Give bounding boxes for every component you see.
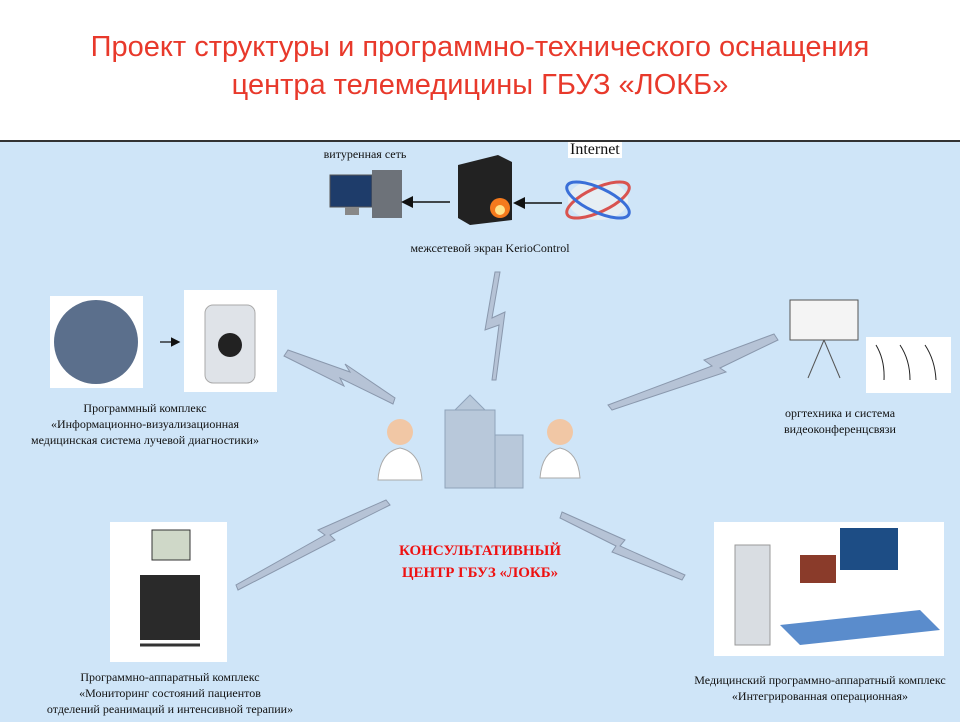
projector-screen-image xyxy=(789,299,859,379)
center-line-2: ЦЕНТР ГБУЗ «ЛОКБ» xyxy=(401,565,559,581)
consult-center-label: КОНСУЛЬТАТИВНЫЙ ЦЕНТР ГБУЗ «ЛОКБ» xyxy=(360,540,600,584)
operating-room-image xyxy=(714,522,944,656)
internet-label: Internet xyxy=(568,141,622,158)
monitoring-line-1: Программно-аппаратный комплекс xyxy=(80,670,260,684)
monitoring-label: Программно-аппаратный комплекс «Монитори… xyxy=(20,669,320,717)
video-line-1: оргтехника и система xyxy=(784,406,896,420)
operating-line-2: «Интегрированная операционная» xyxy=(731,689,909,703)
firewall-icon xyxy=(458,155,512,225)
radiology-globe-image xyxy=(50,296,143,388)
radiology-label: Программный комплекс «Информационно-визу… xyxy=(0,400,290,448)
microphones-image xyxy=(866,337,951,393)
computer-icon xyxy=(329,170,402,218)
video-label: оргтехника и система видеоконференцсвязи xyxy=(760,405,920,437)
monitoring-line-2: «Мониторинг состояний пациентов xyxy=(79,686,261,700)
internal-network-label: витуренная сеть xyxy=(323,147,407,161)
radiology-line-2: «Информационно-визуализационная xyxy=(50,417,240,431)
radiology-line-3: медицинская система лучевой диагностики» xyxy=(31,433,259,447)
buildings-icon xyxy=(444,394,524,489)
bolt-top xyxy=(484,271,506,381)
internet-globe-icon xyxy=(565,180,631,220)
video-line-2: видеоконференцсвязи xyxy=(784,422,896,436)
operating-line-1: Медицинский программно-аппаратный компле… xyxy=(694,673,946,687)
bolt-right xyxy=(607,333,779,411)
operating-label: Медицинский программно-аппаратный компле… xyxy=(680,672,960,704)
center-line-1: КОНСУЛЬТАТИВНЫЙ xyxy=(399,543,561,559)
title-line-2: центра телемедицины ГБУЗ «ЛОКБ» xyxy=(231,69,729,101)
firewall-label: межсетевой экран KerioControl xyxy=(410,241,570,255)
monitoring-cart-image xyxy=(110,522,227,662)
title-line-1: Проект структуры и программно-техническо… xyxy=(90,31,870,63)
ct-scanner-image xyxy=(184,290,277,392)
radiology-line-1: Программный комплекс xyxy=(83,401,207,415)
bolt-bottom-right xyxy=(559,511,686,581)
bolt-left xyxy=(283,349,396,405)
bolt-bottom-left xyxy=(235,499,391,591)
nurse-icon xyxy=(539,419,581,479)
monitoring-line-3: отделений реанимаций и интенсивной терап… xyxy=(46,702,294,716)
slide-title: Проект структуры и программно-техническо… xyxy=(0,28,960,104)
doctor-icon xyxy=(377,419,423,481)
connection-bolts xyxy=(235,271,779,591)
